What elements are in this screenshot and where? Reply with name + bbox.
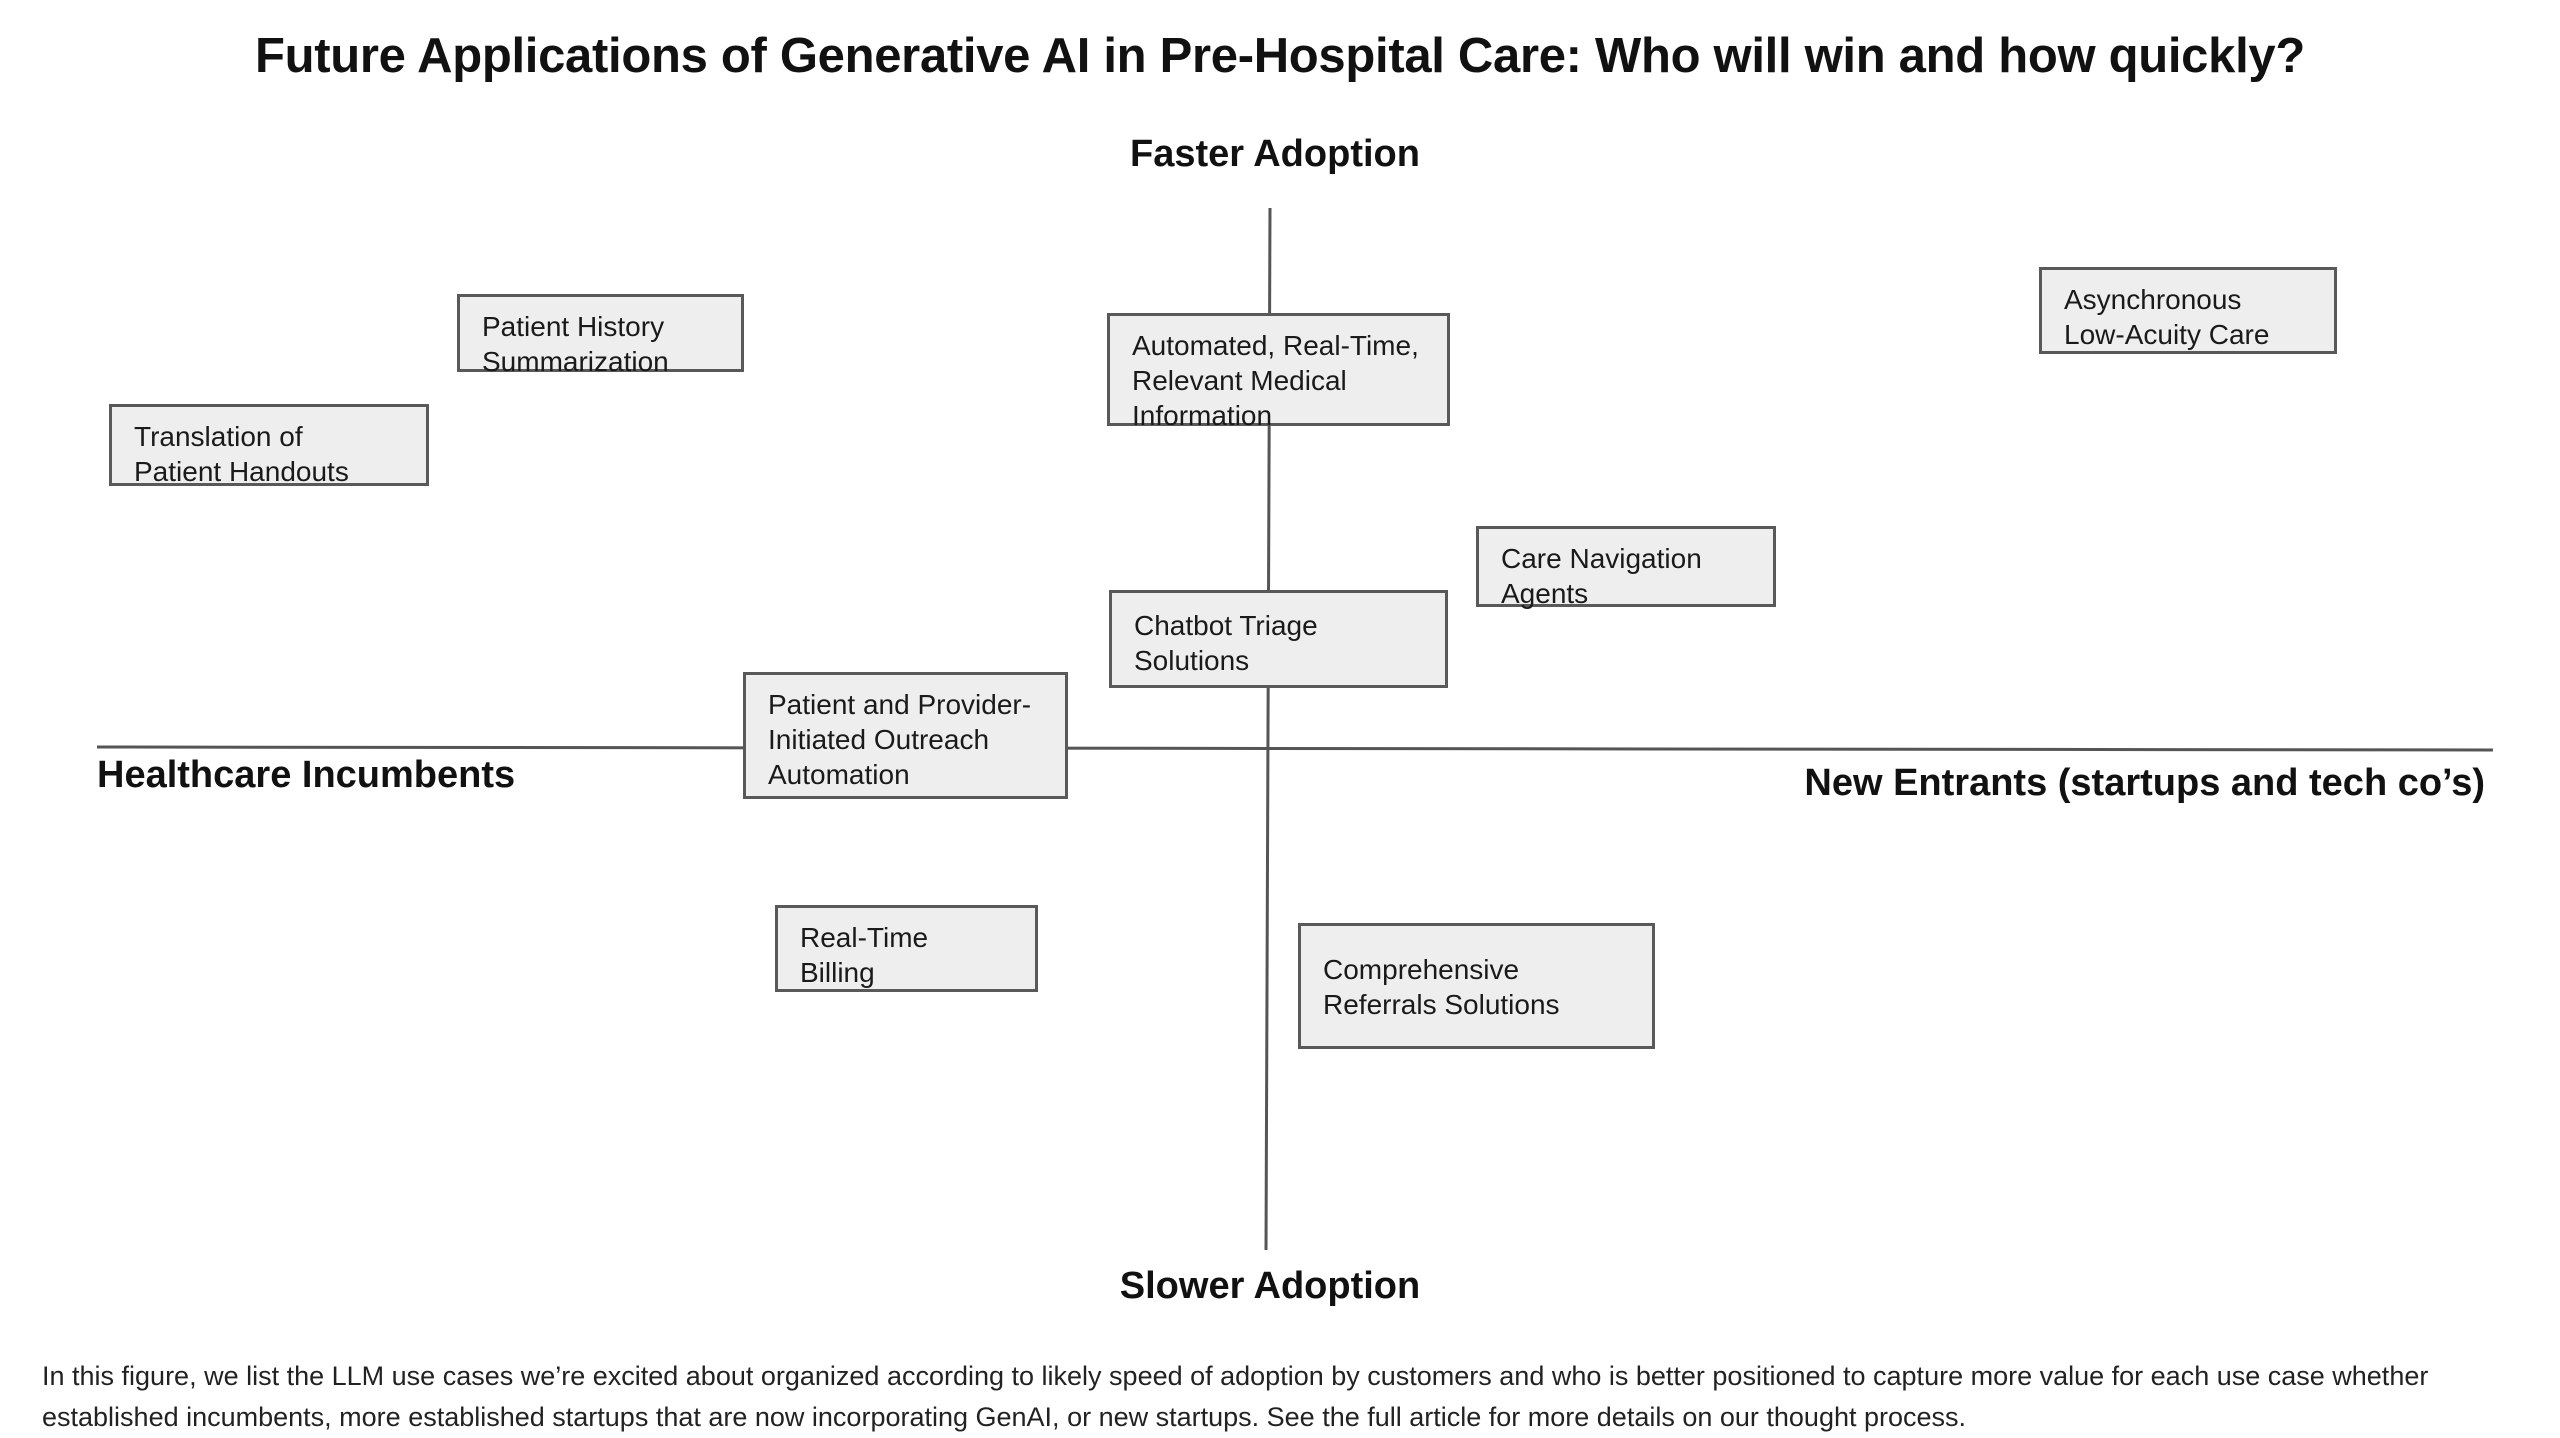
- use-case-label: Real-Time Billing: [800, 922, 929, 988]
- use-case-box-patient-history-summarization: Patient History Summarization: [457, 294, 744, 377]
- use-case-box-automated-medical-information: Automated, Real-Time, Relevant Medical I…: [1107, 313, 1450, 431]
- use-case-box-chatbot-triage-solutions: Chatbot Triage Solutions: [1109, 590, 1448, 688]
- use-case-label: Automated, Real-Time, Relevant Medical I…: [1132, 330, 1419, 431]
- axis-label-new-entrants: New Entrants (startups and tech co’s): [1804, 762, 2485, 804]
- horizontal-axis-line: [96, 745, 2494, 752]
- use-case-box-care-navigation-agents: Care Navigation Agents: [1476, 526, 1776, 609]
- use-case-label: Patient History Summarization: [482, 311, 669, 377]
- use-case-box-comprehensive-referrals: Comprehensive Referrals Solutions: [1298, 923, 1655, 1049]
- use-case-label: Comprehensive Referrals Solutions: [1323, 954, 1560, 1020]
- use-case-box-real-time-billing: Real-Time Billing: [775, 905, 1038, 992]
- axis-label-slower-adoption: Slower Adoption: [1119, 1265, 1421, 1307]
- figure-caption: In this figure, we list the LLM use case…: [42, 1361, 2429, 1432]
- use-case-label: Translation of Patient Handouts: [134, 421, 349, 487]
- use-case-label: Patient and Provider- Initiated Outreach…: [768, 689, 1032, 790]
- axis-label-faster-adoption: Faster Adoption: [1130, 133, 1420, 175]
- use-case-label: Chatbot Triage Solutions: [1134, 610, 1318, 676]
- figure-title: Future Applications of Generative AI in …: [255, 29, 2305, 83]
- use-case-label: Care Navigation Agents: [1501, 543, 1702, 609]
- use-case-box-asynchronous-low-acuity-care: Asynchronous Low-Acuity Care: [2039, 267, 2337, 354]
- use-case-box-patient-provider-outreach: Patient and Provider- Initiated Outreach…: [743, 672, 1068, 799]
- axis-label-healthcare-incumbents: Healthcare Incumbents: [97, 754, 516, 796]
- use-case-label: Asynchronous Low-Acuity Care: [2064, 284, 2270, 350]
- use-case-box-translation-of-patient-handouts: Translation of Patient Handouts: [109, 404, 429, 487]
